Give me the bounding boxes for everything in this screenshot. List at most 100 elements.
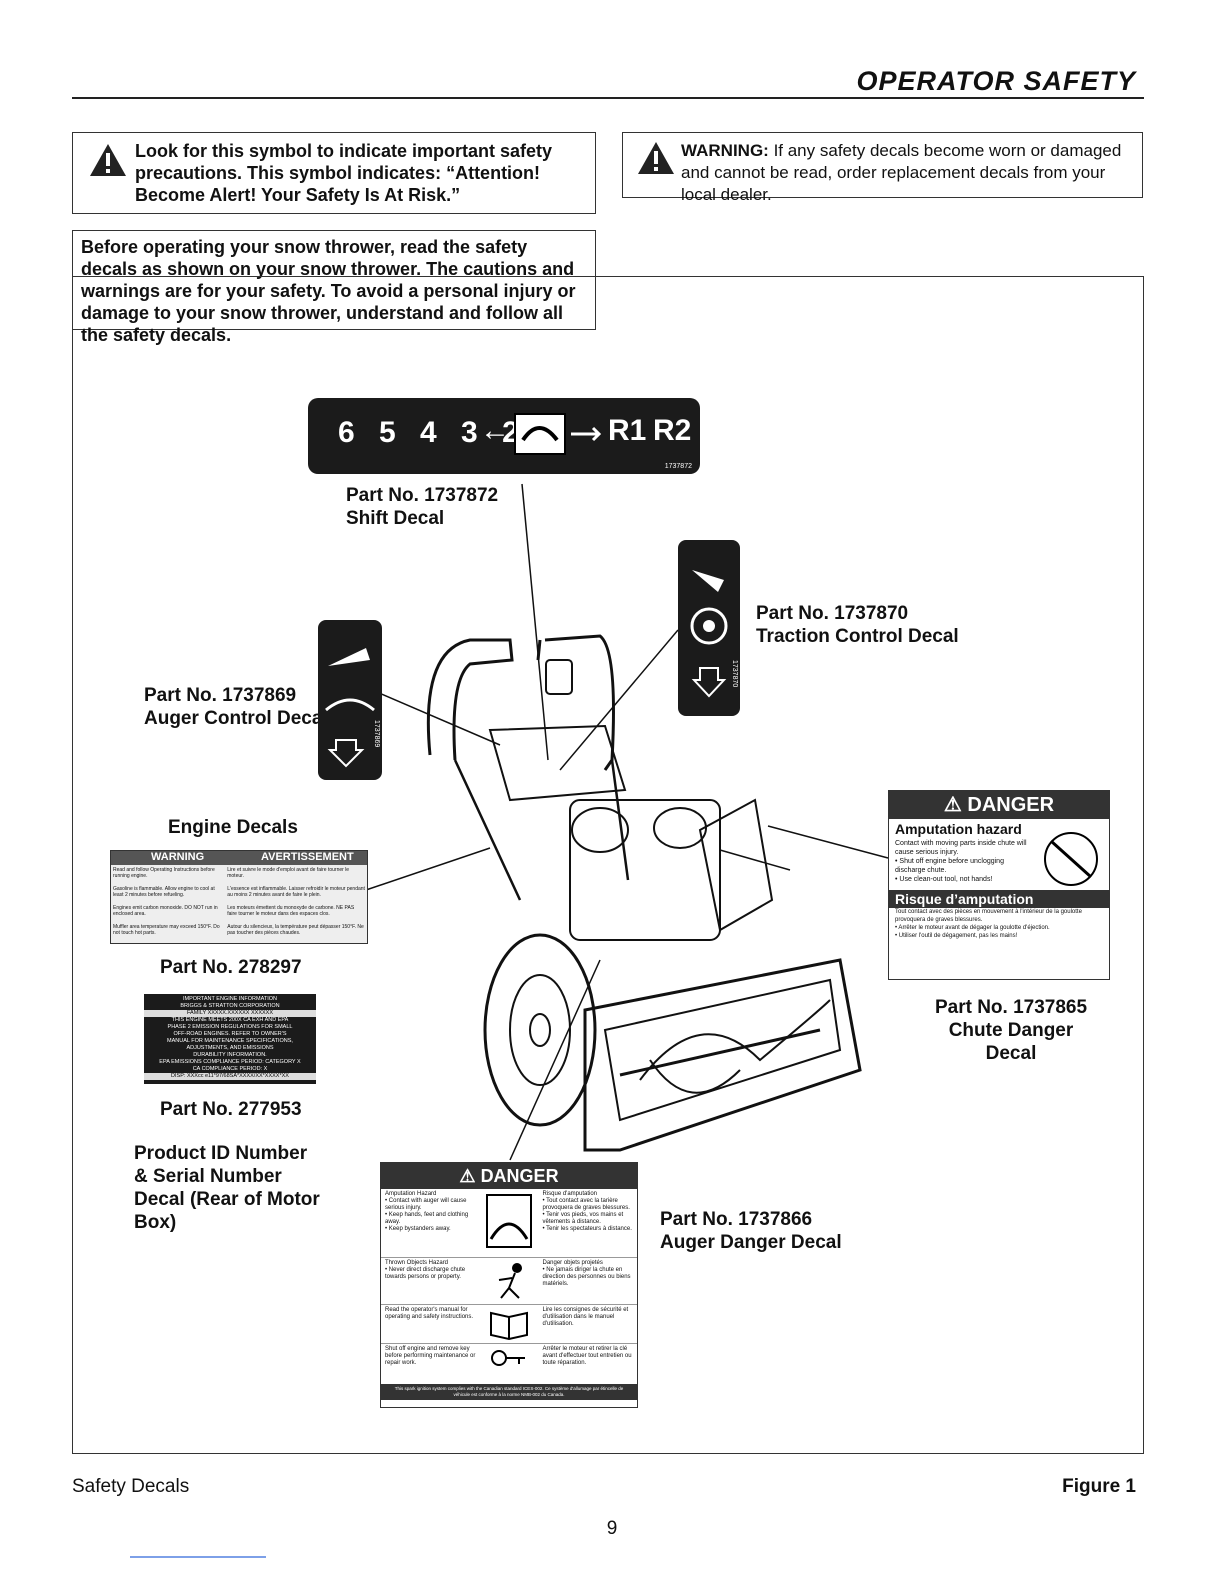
row-fr: Risque d'amputation • Tout contact avec …: [542, 1191, 632, 1232]
chute-en-head: Amputation hazard: [895, 821, 1022, 837]
auger-danger-row: Read the operator's manual for operating…: [381, 1305, 637, 1344]
warning-triangle-icon: [638, 142, 674, 174]
engine-decal-avertissement: AVERTISSEMENT: [261, 851, 354, 863]
part-number: Part No. 1737869: [144, 685, 297, 706]
engine-decal-row: Muffler area temperature may exceed 150°…: [113, 924, 365, 943]
warning-triangle-icon: [90, 144, 126, 176]
emissions-decal: IMPORTANT ENGINE INFORMATION BRIGGS & ST…: [144, 994, 316, 1084]
auger-danger-row: Amputation Hazard • Contact with auger w…: [381, 1189, 637, 1258]
auger-control-code: 1737869: [373, 720, 380, 748]
emissions-line: DURABILITY INFORMATION.: [193, 1052, 267, 1058]
auger-danger-word: DANGER: [480, 1166, 559, 1186]
auger-danger-row: Shut off engine and remove key before pe…: [381, 1344, 637, 1384]
engine-decal-row: Gasoline is flammable. Allow engine to c…: [113, 886, 365, 905]
row-fr: Lire les consignes de sécurité et d'util…: [542, 1307, 629, 1327]
danger-triangle-icon: ⚠: [943, 794, 968, 816]
row-fr: L'essence est inflammable. Laisser refro…: [227, 886, 365, 898]
label-chute-danger: Part No. 1737865 Chute Danger Decal: [926, 996, 1096, 1065]
figure-caption: Safety Decals: [72, 1476, 190, 1497]
emissions-line: DISP: XXXcc e11*97/68SA*XXXX/XX*XXXX*XX: [144, 1073, 316, 1080]
figure-frame: [72, 276, 1144, 1454]
emissions-line: PHASE 2 EMISSION REGULATIONS FOR SMALL: [167, 1024, 293, 1030]
shift-r1: R1: [608, 414, 647, 447]
decal-name: Auger Control Decal: [144, 708, 328, 729]
decal-name: Shift Decal: [346, 508, 445, 529]
emissions-line: IMPORTANT ENGINE INFORMATION: [182, 996, 277, 1002]
chute-fr-lines: Tout contact avec des pièces en mouvemen…: [889, 908, 1109, 940]
engine-warning-decal: WARNING AVERTISSEMENT Read and follow Op…: [110, 850, 368, 944]
label-part-277953: Part No. 277953: [160, 1099, 302, 1120]
shift-arrow: ←: [480, 414, 510, 447]
chute-danger-decal: ⚠ DANGER Amputation hazard Contact with …: [888, 790, 1110, 980]
chute-fr-line: • Utiliser l'outil de dégagement, pas le…: [895, 933, 1018, 939]
auger-control-icon: [325, 648, 375, 768]
chute-en-line: • Shut off engine before unclogging disc…: [895, 858, 1004, 874]
chute-fr-line: Tout contact avec des pièces en mouvemen…: [895, 909, 1082, 923]
warning-notice: WARNING: If any safety decals become wor…: [622, 132, 1143, 204]
emissions-line: BRIGGS & STRATTON CORPORATION: [180, 1003, 280, 1009]
manual-book-icon: [490, 1311, 529, 1341]
header-rule: [72, 97, 1144, 99]
auger-danger-decal: ⚠ DANGER Amputation Hazard • Contact wit…: [380, 1162, 638, 1408]
blue-rule: [130, 1556, 266, 1558]
warning-text: If any safety decals become worn or dama…: [681, 141, 1122, 204]
chute-danger-word: DANGER: [967, 794, 1055, 816]
traction-icon: [690, 570, 728, 698]
auger-danger-footer: This spark ignition system complies with…: [381, 1384, 637, 1400]
page-title: OPERATOR SAFETY: [856, 66, 1136, 96]
auger-hazard-icon: [486, 1194, 533, 1248]
thrown-objects-icon: [499, 1263, 523, 1299]
row-en: Gasoline is flammable. Allow engine to c…: [113, 886, 215, 898]
label-traction-decal: Part No. 1737870 Traction Control Decal: [756, 602, 959, 648]
part-number: Part No. 1737865: [934, 997, 1088, 1018]
part-number: Part No. 1737866: [660, 1209, 813, 1230]
label-shift-decal: Part No. 1737872 Shift Decal: [346, 484, 498, 530]
emissions-line: THIS ENGINE MEETS 200X CA EXH AND EPA: [171, 1017, 289, 1023]
key-removal-icon: [491, 1350, 526, 1366]
danger-triangle-icon: ⚠: [459, 1166, 481, 1186]
chute-en-line: Contact with moving parts inside chute w…: [895, 840, 1027, 856]
chute-fr-line: • Arrêter le moteur avant de dégager la …: [895, 925, 1050, 931]
emissions-line: FAMILY XXXXX.XXXXXX XXXXXX: [144, 1010, 316, 1017]
decal-name: Traction Control Decal: [756, 626, 959, 647]
emissions-line: ADJUSTMENTS, AND EMISSIONS: [186, 1045, 274, 1051]
traction-control-decal: 1737870: [678, 540, 740, 716]
figure-number: Figure 1: [1062, 1476, 1136, 1497]
shift-r2: R2: [653, 414, 692, 447]
chute-en-lines: Contact with moving parts inside chute w…: [889, 839, 1041, 884]
label-engine-decals: Engine Decals: [168, 817, 298, 838]
row-fr: Danger objets projetés • Ne jamais dirig…: [542, 1260, 631, 1287]
label-auger-control-decal: Part No. 1737869 Auger Control Decal: [144, 684, 328, 730]
engine-decal-header: WARNING AVERTISSEMENT: [111, 851, 367, 865]
label-product-id: Product ID Number & Serial Number Decal …: [134, 1143, 320, 1233]
part-number: Part No. 1737872: [346, 485, 499, 506]
engine-decal-warning: WARNING: [151, 851, 205, 863]
shift-decal: 6 5 4 3 2 1 ← R1 R2 1737872: [308, 398, 700, 474]
auger-control-decal: 1737869: [318, 620, 382, 780]
safety-symbol-notice: Look for this symbol to indicate importa…: [72, 132, 596, 214]
symbol-notice-text: Look for this symbol to indicate importa…: [135, 141, 553, 205]
traction-code: 1737870: [731, 660, 738, 688]
row-en: Muffler area temperature may exceed 150°…: [113, 924, 220, 936]
label-part-278297: Part No. 278297: [160, 957, 302, 978]
chute-en-line: • Use clean-out tool, not hands!: [895, 876, 993, 883]
row-fr: Les moteurs émettent du monoxyde de carb…: [227, 905, 355, 917]
row-en: Shut off engine and remove key before pe…: [385, 1346, 476, 1366]
decal-name: Auger Danger Decal: [660, 1232, 842, 1253]
row-fr: Lire et suivre le mode d'emploi avant de…: [227, 867, 350, 879]
auger-danger-row: Thrown Objects Hazard • Never direct dis…: [381, 1258, 637, 1305]
page-number: 9: [606, 1518, 618, 1539]
before-operating-text: Before operating your snow thrower, read…: [81, 237, 576, 345]
engine-decal-row: Read and follow Operating Instructions b…: [113, 867, 365, 886]
chute-fr-head: Risque d’amputation: [889, 890, 1109, 908]
row-en: Read and follow Operating Instructions b…: [113, 867, 215, 879]
part-number: Part No. 1737870: [756, 603, 909, 624]
row-fr: Arrêter le moteur et retirer la clé avan…: [542, 1346, 632, 1366]
row-en: Thrown Objects Hazard • Never direct dis…: [385, 1260, 466, 1280]
engine-decal-row: Engines emit carbon monoxide. DO NOT run…: [113, 905, 365, 924]
row-en: Read the operator's manual for operating…: [385, 1307, 474, 1320]
chute-danger-title: ⚠ DANGER: [889, 791, 1109, 819]
engine-decal-rows: Read and follow Operating Instructions b…: [113, 867, 365, 943]
decal-name: Chute Danger Decal: [948, 1020, 1074, 1064]
